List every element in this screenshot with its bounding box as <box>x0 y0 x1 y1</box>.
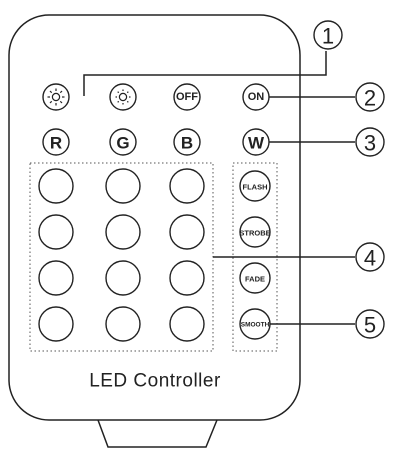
color-button[interactable] <box>105 260 141 296</box>
on-button-label: ON <box>248 91 265 103</box>
color-button[interactable] <box>169 306 205 342</box>
callout-1-leader <box>83 51 327 96</box>
callout-3-marker <box>355 127 385 157</box>
fade-button[interactable]: FADE <box>239 262 271 294</box>
red-button[interactable]: R <box>42 128 70 156</box>
flash-button-label: FLASH <box>243 183 268 192</box>
color-button[interactable] <box>38 260 74 296</box>
brightness-down-icon <box>115 89 131 105</box>
callout-2-marker <box>355 82 385 112</box>
callout-5-marker <box>355 309 385 339</box>
color-button[interactable] <box>38 306 74 342</box>
remote-connector-tab <box>97 419 218 448</box>
white-button-label: W <box>248 134 265 153</box>
strobe-button[interactable]: STROBE <box>239 216 271 248</box>
off-button-label: OFF <box>176 91 198 103</box>
callout-4-marker <box>355 242 385 272</box>
smooth-button-label: SMOOTH <box>241 322 270 329</box>
color-button[interactable] <box>105 214 141 250</box>
blue-button[interactable]: B <box>173 128 201 156</box>
remote-body <box>8 14 301 421</box>
blue-button-label: B <box>181 134 193 153</box>
color-button[interactable] <box>38 214 74 250</box>
white-button[interactable]: W <box>242 128 270 156</box>
green-button-label: G <box>116 134 129 153</box>
strobe-button-label: STROBE <box>239 229 270 238</box>
fade-button-label: FADE <box>245 275 265 284</box>
callout-3-number: 3 <box>364 131 376 156</box>
callout-1-number: 1 <box>322 24 334 49</box>
callout-2-number: 2 <box>364 86 376 111</box>
callout-5-number: 5 <box>364 313 376 338</box>
callout-1-marker <box>313 20 343 50</box>
off-button[interactable]: OFF <box>173 83 201 111</box>
green-button[interactable]: G <box>109 128 137 156</box>
red-button-label: R <box>50 134 62 153</box>
brightness-down-button[interactable] <box>109 83 137 111</box>
smooth-button[interactable]: SMOOTH <box>239 308 271 340</box>
color-button[interactable] <box>105 168 141 204</box>
color-button-grid <box>38 168 205 342</box>
flash-button[interactable]: FLASH <box>239 170 271 202</box>
brightness-up-icon <box>47 88 65 106</box>
color-button[interactable] <box>38 168 74 204</box>
controller-label: LED Controller <box>89 371 221 392</box>
color-button[interactable] <box>169 260 205 296</box>
on-button[interactable]: ON <box>242 83 270 111</box>
color-button[interactable] <box>169 214 205 250</box>
brightness-up-button[interactable] <box>42 83 70 111</box>
callout-4-number: 4 <box>364 246 376 271</box>
color-button[interactable] <box>169 168 205 204</box>
color-button[interactable] <box>105 306 141 342</box>
